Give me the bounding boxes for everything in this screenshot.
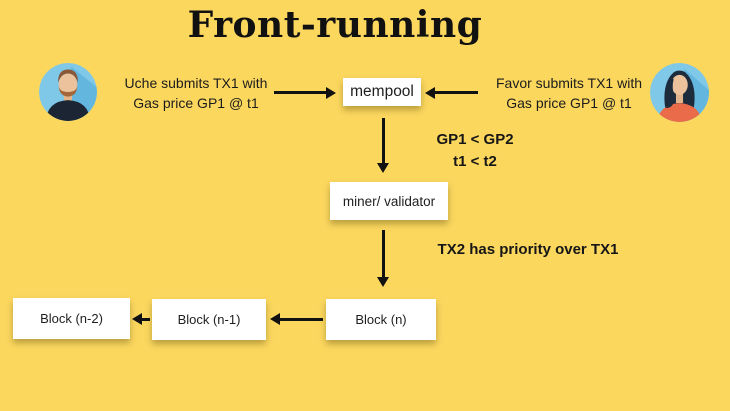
uche-caption: Uche submits TX1 with Gas price GP1 @ t1	[110, 73, 282, 113]
arrow-head-left-icon	[132, 313, 142, 325]
arrow-head-down-icon	[377, 163, 389, 173]
block-n-minus-1-node: Block (n-1)	[152, 299, 266, 340]
block-n-node: Block (n)	[326, 299, 436, 340]
favor-caption: Favor submits TX1 with Gas price GP1 @ t…	[483, 73, 655, 113]
favor-caption-line2: Gas price GP1 @ t1	[506, 95, 632, 111]
arrow-head-down-icon	[377, 277, 389, 287]
arrow-head-left-icon	[270, 313, 280, 325]
page-title: Front-running	[187, 4, 483, 46]
mempool-node: mempool	[343, 78, 421, 106]
arrow-line	[280, 318, 323, 321]
arrow-line	[435, 91, 478, 94]
arrow-head-right-icon	[326, 87, 336, 99]
priority-note: TX2 has priority over TX1	[437, 241, 619, 258]
arrow-line	[142, 318, 150, 321]
arrow-head-left-icon	[425, 87, 435, 99]
gas-comparison-note: GP1 < GP2 t1 < t2	[423, 129, 527, 173]
arrow-line	[274, 91, 326, 94]
uche-caption-line1: Uche submits TX1 with	[124, 75, 268, 91]
female-avatar-icon	[650, 63, 709, 122]
block-n-minus-2-node: Block (n-2)	[13, 298, 130, 339]
favor-caption-line1: Favor submits TX1 with	[495, 75, 642, 91]
miner-validator-node: miner/ validator	[330, 182, 448, 220]
gas-note-line1: GP1 < GP2	[436, 131, 514, 148]
uche-caption-line2: Gas price GP1 @ t1	[133, 95, 259, 111]
male-avatar-graphic	[39, 63, 97, 121]
male-avatar-icon	[39, 63, 97, 121]
gas-note-line2: t1 < t2	[453, 153, 497, 170]
arrow-line	[382, 230, 385, 278]
female-avatar-graphic	[650, 63, 709, 122]
arrow-line	[382, 118, 385, 164]
